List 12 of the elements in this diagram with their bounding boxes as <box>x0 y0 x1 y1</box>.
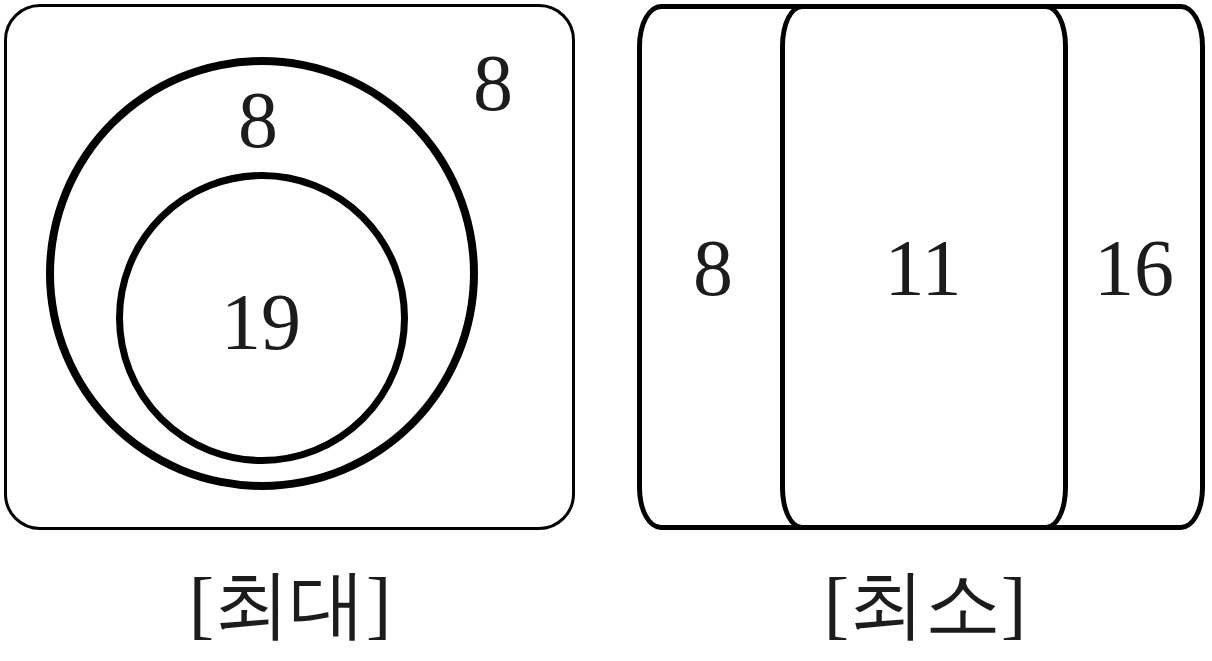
diagram-caption: [최소] <box>823 566 1027 642</box>
region-count: 16 <box>1094 228 1174 308</box>
set-circle <box>116 172 408 464</box>
universal-set-rectangle <box>4 4 575 530</box>
universal-set-rectangle <box>637 4 1205 530</box>
region-count: 11 <box>884 228 962 308</box>
diagram-caption: [최대] <box>188 566 392 642</box>
region-count: 19 <box>221 282 301 362</box>
region-count: 8 <box>473 43 513 123</box>
set-circle <box>46 57 478 490</box>
region-count: 8 <box>693 228 733 308</box>
region-count: 8 <box>238 80 278 160</box>
